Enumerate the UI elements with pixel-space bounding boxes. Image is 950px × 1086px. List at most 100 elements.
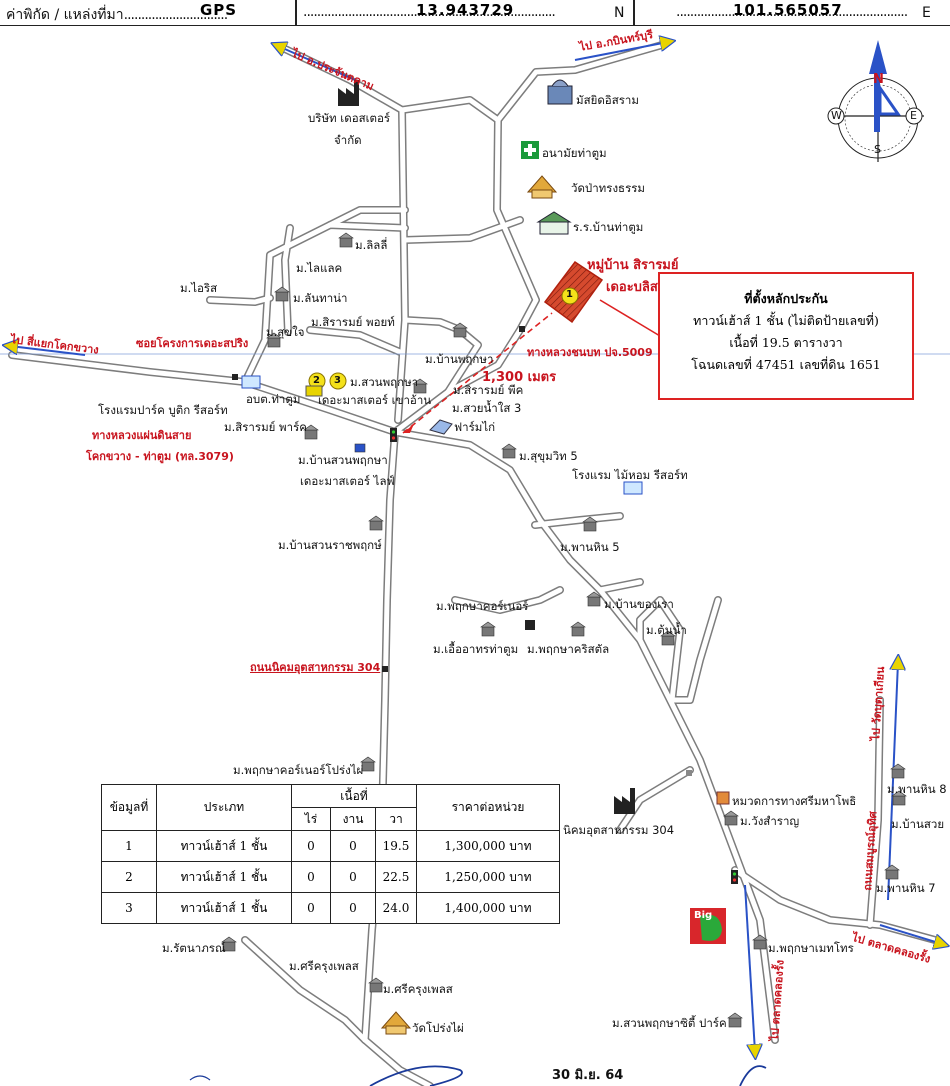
place-company-2: จำกัด xyxy=(334,133,362,147)
place-suan-pruksa-city: ม.สวนพฤกษาซิตี้ ปาร์ค xyxy=(612,1016,727,1030)
place-ton-nam: ม.ต้นน้ำ xyxy=(646,623,687,637)
place-pruksa-prong: ม.พฤกษาคอร์เนอร์โปร่งไผ่ xyxy=(233,763,364,777)
cell-price: 1,300,000 บาท xyxy=(416,830,560,862)
th-no: ข้อมูลที่ xyxy=(101,784,157,831)
header-divider xyxy=(295,0,297,25)
subject-name-line1: หมู่บ้าน สิรารมย์ xyxy=(587,258,679,273)
collateral-note-box: ที่ตั้งหลักประกัน ทาวน์เฮ้าส์ 1 ชั้น (ไม… xyxy=(658,272,914,400)
compass-e: E xyxy=(910,109,917,122)
subject-marker-number: 1 xyxy=(566,289,573,300)
place-highway-district: หมวดการทางศรีมหาโพธิ xyxy=(732,794,857,808)
th-type: ประเภท xyxy=(156,784,292,831)
note-title: ที่ตั้งหลักประกัน xyxy=(744,291,828,306)
table-row: 2 ทาวน์เฮ้าส์ 1 ชั้น 0 0 22.5 1,250,000 … xyxy=(101,861,560,893)
place-ban-suan-rat: ม.บ้านสวนราชพฤกษ์ xyxy=(278,538,382,552)
comparison-table: ข้อมูลที่ ประเภท เนื้อที่ ราคาต่อหน่วย ไ… xyxy=(101,784,560,924)
th-area: เนื้อที่ xyxy=(291,784,417,808)
place-lilac: ม.ไลแลค xyxy=(296,261,343,275)
cell-type: ทาวน์เฮ้าส์ 1 ชั้น xyxy=(156,892,292,924)
note-line2: เนื้อที่ 19.5 ตารางวา xyxy=(729,335,843,350)
cell-price: 1,250,000 บาท xyxy=(416,861,560,893)
cell-ngan: 0 xyxy=(330,861,376,893)
note-line3: โฉนดเลขที่ 47451 เลขที่ดิน 1651 xyxy=(691,357,881,372)
latitude-unit: N xyxy=(614,5,625,21)
source-label-text: ค่าพิกัด / แหล่งที่มา xyxy=(6,7,124,23)
place-ua-athon: ม.เอื้ออาทรท่าตูม xyxy=(433,642,519,656)
header-divider xyxy=(633,0,635,25)
place-sirarom-pic: ม.สิรารมย์ พีค xyxy=(453,383,524,397)
th-price: ราคาต่อหน่วย xyxy=(416,784,560,831)
source-value: GPS xyxy=(200,1,238,19)
table-row: 3 ทาวน์เฮ้าส์ 1 ชั้น 0 0 24.0 1,400,000 … xyxy=(101,892,560,924)
place-sri-krung-2: ม.ศรีครุงเพลส xyxy=(383,982,453,996)
place-lily: ม.ลิลลี่ xyxy=(355,238,388,252)
place-suan-pruksa: ม.สวนพฤกษา xyxy=(350,375,419,389)
place-ban-suan-2: เดอะมาสเตอร์ ไลฟ์ xyxy=(300,474,395,488)
place-suay-nam-sai: ม.สวยน้ำใส 3 xyxy=(452,401,522,415)
place-lanthana: ม.ลันทาน่า xyxy=(293,291,348,305)
place-master-valley: เดอะมาสเตอร์ เขาอ้าน xyxy=(318,393,432,407)
place-ban-suan-1: ม.บ้านสวนพฤกษา xyxy=(298,453,388,467)
compass-n: N xyxy=(873,72,884,87)
cell-ngan: 0 xyxy=(330,830,376,862)
place-park-hotel: โรงแรมปาร์ค บูติก รีสอร์ท xyxy=(98,403,228,417)
longitude-value: 101.565057 xyxy=(733,1,843,19)
bigc-logo xyxy=(690,908,726,944)
road-rural-5009: ทางหลวงชนบท ปจ.5009 xyxy=(527,346,653,359)
place-sukhumvit-5: ม.สุขุมวิท 5 xyxy=(519,449,578,463)
place-chicken-farm: ฟาร์มไก่ xyxy=(454,420,496,434)
place-mosque: มัสยิดอิสราม xyxy=(576,93,639,107)
place-sirarom-park: ม.สิรารมย์ พาร์ค xyxy=(224,420,307,434)
place-ban-khong-rao: ม.บ้านของเรา xyxy=(604,597,674,611)
place-ban-suai: ม.บ้านสวย xyxy=(891,817,945,831)
place-wang-sanan: ม.วังสำราญ xyxy=(740,814,800,828)
place-sirarom-point: ม.สิรารมย์ พอยท์ xyxy=(311,315,395,329)
compass-w: W xyxy=(831,109,842,122)
date-stamp: 30 มิ.ย. 64 xyxy=(552,1068,624,1083)
place-phan-hin-5: ม.พานหิน 5 xyxy=(560,540,620,554)
distance-label: 1,300 เมตร xyxy=(482,370,557,385)
th-wa: วา xyxy=(375,807,417,831)
note-line1: ทาวน์เฮ้าส์ 1 ชั้น (ไม่ติดป้ายเลขที่) xyxy=(693,313,879,328)
place-phan-hin-7: ม.พานหิน 7 xyxy=(876,881,936,895)
road-project-alley: ซอยโครงการเดอะสปริง xyxy=(136,337,249,350)
longitude-unit: E xyxy=(922,5,931,21)
place-ban-pikul: ม.บ้านพฤกษา xyxy=(425,352,494,366)
cell-wa: 24.0 xyxy=(375,892,417,924)
place-pruksa-metro: ม.พฤกษาเมทโทร xyxy=(768,941,854,955)
place-phan-hin-8: ม.พานหิน 8 xyxy=(887,782,947,796)
cell-rai: 0 xyxy=(291,892,331,924)
road-industrial-304: ถนนนิคมอุตสาหกรรม 304 xyxy=(250,661,381,674)
cell-wa: 22.5 xyxy=(375,861,417,893)
place-pruksa-crystal: ม.พฤกษาคริสตัล xyxy=(527,642,610,656)
place-pruksa-corner: ม.พฤกษาคอร์เนอร์ xyxy=(436,599,529,613)
place-hotel-maihom: โรงแรม ไม้หอม รีสอร์ท xyxy=(572,468,688,482)
cell-price: 1,400,000 บาท xyxy=(416,892,560,924)
table-row: 1 ทาวน์เฮ้าส์ 1 ชั้น 0 0 19.5 1,300,000 … xyxy=(101,830,560,862)
subject-name-line2: เดอะบลิส xyxy=(606,280,658,295)
cell-rai: 0 xyxy=(291,861,331,893)
cell-type: ทาวน์เฮ้าส์ 1 ชั้น xyxy=(156,861,292,893)
cell-no: 2 xyxy=(101,861,157,893)
place-temple-pa: วัดป่าทรงธรรม xyxy=(571,181,646,195)
bigc-text: Big xyxy=(694,910,713,921)
place-obt: อบต.ท่าตูม xyxy=(246,392,301,406)
lat-dots: ........................................… xyxy=(303,4,556,20)
marker-3: 3 xyxy=(334,375,341,386)
place-industrial-estate: นิคมอุตสาหกรรม 304 xyxy=(563,823,675,837)
header-bar: ค่าพิกัด / แหล่งที่มา...................… xyxy=(0,0,950,26)
latitude-value: 13.943729 xyxy=(416,1,515,19)
place-sukjai: ม.สุขใจ xyxy=(266,325,305,339)
compass-rose xyxy=(827,40,924,162)
cell-type: ทาวน์เฮ้าส์ 1 ชั้น xyxy=(156,830,292,862)
place-temple-prong: วัดโปร่งไผ่ xyxy=(412,1021,464,1035)
cell-no: 3 xyxy=(101,892,157,924)
road-highway-line2: โคกขวาง - ท่าตูม (ทล.3079) xyxy=(86,450,234,463)
coordinate-source-label: ค่าพิกัด / แหล่งที่มา...................… xyxy=(6,7,228,23)
marker-2: 2 xyxy=(313,375,320,386)
th-ngan: งาน xyxy=(330,807,376,831)
road-highway-line1: ทางหลวงแผ่นดินสาย xyxy=(92,429,192,442)
cell-no: 1 xyxy=(101,830,157,862)
compass-s: S xyxy=(874,143,881,156)
